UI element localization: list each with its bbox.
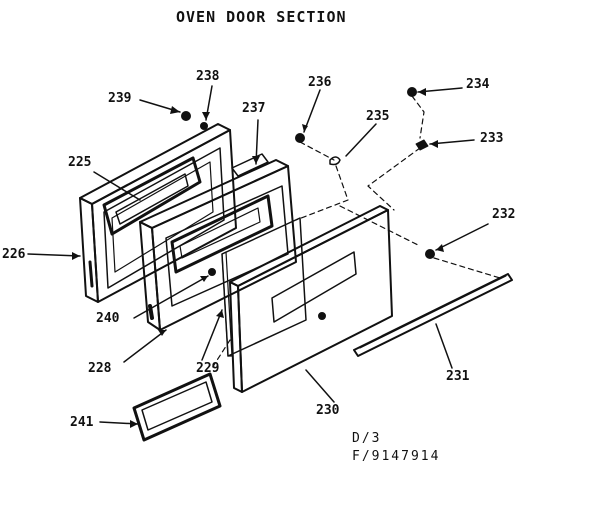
gasket-241 <box>132 372 222 442</box>
label-234: 234 <box>466 77 490 92</box>
screw-232 <box>425 249 435 259</box>
small-parts <box>181 87 435 259</box>
screw-236 <box>295 133 305 143</box>
label-239: 239 <box>108 91 132 106</box>
label-241: 241 <box>70 415 94 430</box>
label-236: 236 <box>308 75 332 90</box>
label-238: 238 <box>196 69 220 84</box>
label-233: 233 <box>480 131 504 146</box>
screw-240 <box>208 268 216 276</box>
screw-239 <box>181 111 191 121</box>
label-231: 231 <box>446 369 470 384</box>
window-frame-225 <box>102 156 202 236</box>
label-230: 230 <box>316 403 340 418</box>
outer-door-230 <box>229 205 393 393</box>
label-228: 228 <box>88 361 112 376</box>
label-237: 237 <box>242 101 266 116</box>
diagram-title: OVEN DOOR SECTION <box>176 8 347 26</box>
label-240: 240 <box>96 311 120 326</box>
label-232: 232 <box>492 207 516 222</box>
reference-code: D/3 F/9147914 <box>352 430 440 465</box>
screw-234 <box>407 87 417 97</box>
outer-panel-226 <box>79 123 237 303</box>
label-225: 225 <box>68 155 92 170</box>
label-226: 226 <box>2 247 26 262</box>
reference-line-2: F/9147914 <box>352 448 441 464</box>
bracket-233 <box>415 139 429 151</box>
arrowheads <box>72 88 444 428</box>
label-235: 235 <box>366 109 390 124</box>
screw-238 <box>200 122 208 130</box>
handle-231 <box>353 273 513 357</box>
reference-line-1: D/3 <box>352 431 382 446</box>
label-229: 229 <box>196 361 220 376</box>
clip-235 <box>329 156 341 166</box>
alignment-lines <box>211 95 501 369</box>
